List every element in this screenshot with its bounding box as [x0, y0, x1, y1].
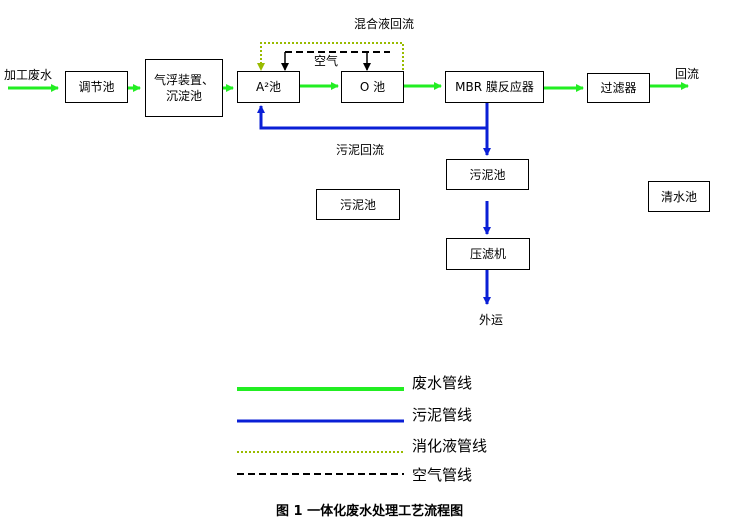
- legend-label-sludge: 污泥管线: [412, 406, 473, 424]
- label-input: 加工废水: [4, 68, 53, 82]
- wastewater-lines: [8, 82, 689, 92]
- node-qingshui-label: 清水池: [660, 189, 697, 204]
- node-qifu-label-1: 气浮装置、: [153, 73, 214, 87]
- node-a2: A²池: [237, 71, 300, 103]
- node-qingshui: 清水池: [648, 181, 710, 212]
- node-yaluji: 压滤机: [446, 238, 530, 270]
- node-mbr: MBR 膜反应器: [445, 71, 544, 103]
- node-guolv-label: 过滤器: [600, 81, 637, 95]
- legend-label-digest: 消化液管线: [412, 437, 488, 455]
- figure-caption: 图 1 一体化废水处理工艺流程图: [276, 504, 464, 519]
- node-wuni-side: 污泥池: [316, 189, 400, 220]
- node-wuni-main-label: 污泥池: [469, 167, 506, 182]
- flow-mixed-return: [257, 42, 404, 71]
- node-tiaojie-label: 调节池: [78, 80, 115, 94]
- node-o: O 池: [341, 71, 404, 103]
- label-return: 回流: [675, 67, 700, 81]
- label-outward: 外运: [479, 313, 504, 327]
- flow-sludge-return: [257, 103, 489, 130]
- air-lines: [281, 51, 390, 71]
- node-tiaojie: 调节池: [65, 71, 128, 103]
- legend-label-air: 空气管线: [412, 466, 473, 484]
- label-air: 空气: [314, 54, 339, 68]
- label-mixed-return: 混合液回流: [354, 17, 415, 31]
- node-a2-label: A²池: [255, 80, 282, 94]
- node-qifu: 气浮装置、 沉淀池: [145, 59, 223, 117]
- node-guolv: 过滤器: [587, 73, 650, 103]
- node-yaluji-label: 压滤机: [469, 247, 506, 261]
- node-wuni-side-label: 污泥池: [339, 197, 376, 212]
- node-o-label: O 池: [359, 80, 386, 94]
- legend-label-wastewater: 废水管线: [412, 374, 473, 392]
- label-sludge-return: 污泥回流: [336, 143, 385, 157]
- node-qifu-label-2: 沉淀池: [165, 89, 202, 103]
- sludge-lines: [257, 103, 491, 305]
- node-mbr-label: MBR 膜反应器: [455, 80, 534, 94]
- node-wuni-main: 污泥池: [446, 159, 529, 190]
